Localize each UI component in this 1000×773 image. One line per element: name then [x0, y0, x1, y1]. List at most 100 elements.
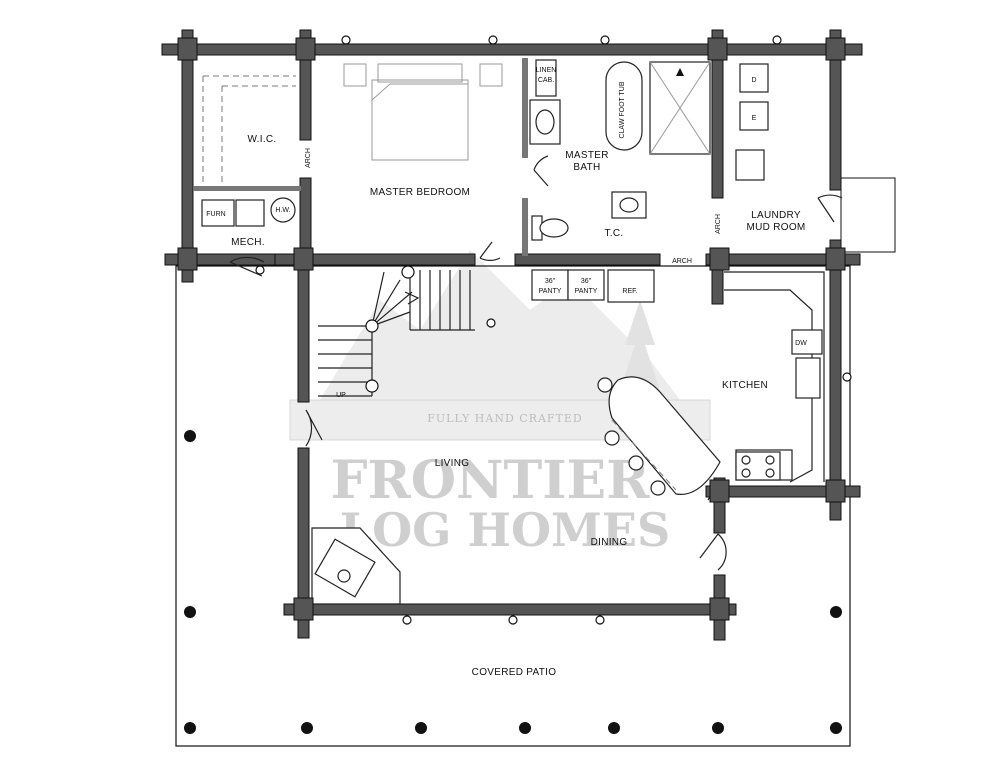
log-end [709, 597, 730, 621]
burner-icon [741, 455, 751, 465]
furnace [201, 199, 235, 227]
ring [341, 35, 351, 45]
bed [343, 63, 503, 161]
stair-winder [371, 271, 413, 396]
toilet-icon [539, 218, 569, 238]
wic-shelving [202, 75, 296, 182]
pantry-row [531, 269, 655, 303]
patio-columns [184, 430, 842, 734]
log-end [293, 597, 314, 621]
stair-direction-arrow-icon [404, 291, 420, 305]
shower-drain [649, 61, 711, 155]
burner-icon [765, 455, 775, 465]
watermark-title-line2: LOG HOMES [340, 503, 670, 557]
sink-icon [535, 109, 555, 135]
nightstand [479, 63, 503, 87]
wall-kitchen-right [829, 239, 842, 521]
wall-mid-bath [514, 253, 661, 266]
ring [842, 372, 852, 382]
bath-fixtures [529, 59, 711, 241]
patio-column [415, 722, 427, 734]
wall-living-left-lower [297, 447, 310, 639]
ring [508, 615, 518, 625]
staircase [318, 265, 475, 397]
log-walls [161, 29, 863, 641]
door-dining-side [699, 533, 727, 571]
washer [739, 101, 769, 131]
dishwasher [791, 329, 823, 355]
kitchen-island [608, 376, 721, 495]
wall-bottom [283, 603, 737, 616]
label-master-bath-line2: BATH [573, 162, 600, 173]
label-refrigerator: REF. [622, 288, 637, 295]
room-labels: W.I.C. MASTER BEDROOM MASTER BATH LINEN … [206, 67, 807, 678]
door-bedroom-entry [479, 241, 501, 262]
stool-icon [604, 430, 620, 446]
label-dryer: D [751, 77, 756, 84]
patio-column [830, 606, 842, 618]
nightstand [343, 63, 367, 87]
doors [229, 155, 843, 571]
label-washer: E [752, 115, 757, 122]
log-end [293, 247, 314, 271]
log-end [709, 247, 730, 271]
burner-icon [765, 468, 775, 478]
mech-room [201, 197, 296, 227]
log-end [707, 37, 728, 61]
stool-icon [650, 480, 666, 496]
stair-flight-lower [318, 325, 372, 397]
stool-icon [597, 377, 613, 393]
wall-right-upper [829, 29, 842, 191]
patio-column [184, 606, 196, 618]
patio-column [830, 722, 842, 734]
label-furnace: FURN [206, 211, 225, 218]
label-claw-foot-tub: CLAW FOOT TUB [619, 81, 626, 138]
refrigerator [607, 269, 655, 303]
log-end [825, 247, 846, 271]
bed-blanket [371, 83, 468, 101]
wall-bath-inner [522, 58, 528, 158]
label-stair-up: UP [336, 392, 346, 399]
watermark-title-line1: FRONTIER [331, 450, 651, 511]
ring [595, 615, 605, 625]
tc-sink-icon [619, 197, 639, 213]
label-master-bedroom: MASTER BEDROOM [370, 187, 470, 198]
label-living: LIVING [435, 458, 470, 469]
ring [255, 265, 265, 275]
wall-bath-right [711, 29, 724, 199]
label-arch-bedroom: ARCH [305, 148, 312, 168]
label-master-bath-line1: MASTER [565, 150, 608, 161]
label-dining: DINING [591, 537, 628, 548]
label-linen-line1: LINEN [536, 67, 557, 74]
label-arch-kitchen: ARCH [672, 258, 692, 265]
ring [486, 318, 496, 328]
label-laundry-line1: LAUNDRY [751, 210, 801, 221]
wall-living-left [297, 261, 310, 403]
label-pantry-1-size: 36" [545, 278, 556, 285]
log-end [825, 37, 846, 61]
label-pantry-2-size: 36" [581, 278, 592, 285]
patio-column [608, 722, 620, 734]
pantry-2 [567, 269, 605, 301]
wall-rings [255, 35, 852, 625]
ring [772, 35, 782, 45]
kitchen-counter-upper [724, 271, 825, 330]
wall-tc-inner [522, 198, 528, 256]
exterior-step [840, 177, 896, 253]
stool-icon [628, 455, 644, 471]
linen-cabinet [535, 59, 557, 97]
wood-stove [314, 538, 376, 598]
watermark-tagline: FULLY HAND CRAFTED [427, 412, 583, 425]
laundry-fixtures [735, 63, 896, 253]
door-laundry-exterior [817, 194, 843, 223]
wall-left-upper [181, 29, 194, 283]
label-pantry-1: PANTY [539, 288, 562, 295]
wall-top [161, 43, 863, 56]
newel-post [365, 319, 379, 333]
log-end [295, 37, 316, 61]
dryer [739, 63, 769, 93]
laundry-sink [735, 149, 765, 181]
wall-mid-right [705, 253, 861, 266]
log-end [709, 479, 730, 503]
